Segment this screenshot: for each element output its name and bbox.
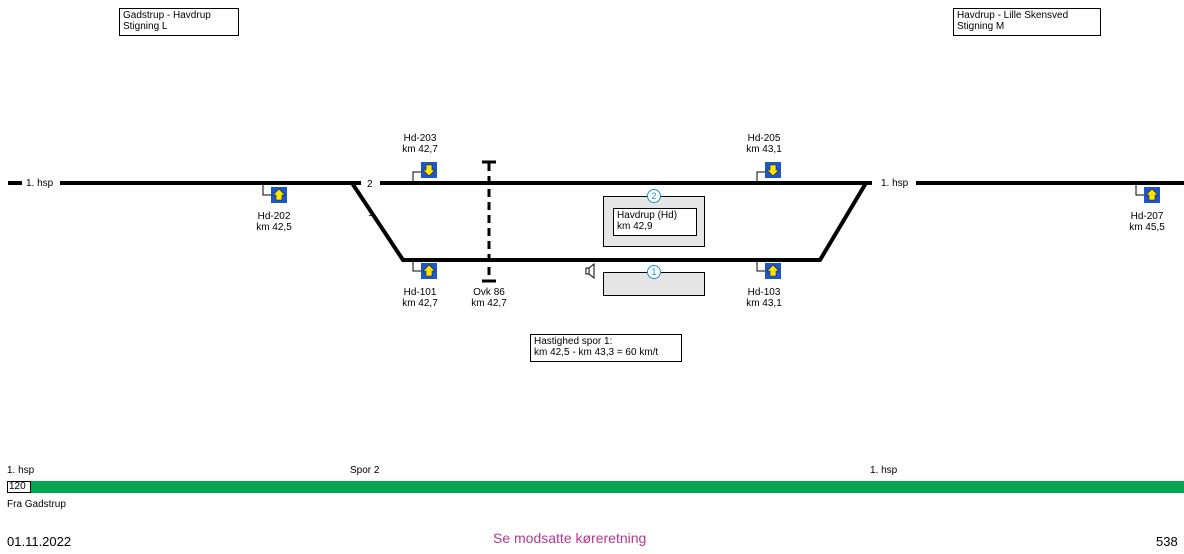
platform-1-number: 1 [647, 265, 661, 279]
signal-post-hd207 [1135, 185, 1145, 196]
signal-km: km 43,1 [746, 298, 782, 309]
signal-hd202-icon [271, 187, 287, 203]
grade-box-right: Havdrup - Lille Skensved Stigning M [953, 8, 1101, 36]
signal-id: Hd-207 [1130, 211, 1164, 222]
station-km: km 42,9 [617, 221, 653, 232]
speed-note-line2: km 42,5 - km 43,3 = 60 km/t [534, 347, 659, 358]
strip-label-left: 1. hsp [7, 465, 35, 476]
signal-post-hd203 [412, 171, 422, 182]
hsp-label-left: 1. hsp [26, 178, 54, 189]
strip-label-right: 1. hsp [870, 465, 898, 476]
signal-km: km 42,7 [402, 144, 438, 155]
signal-hd202-label: Hd-202 km 42,5 [254, 211, 294, 233]
signal-hd103-icon [765, 263, 781, 279]
signal-km: km 45,5 [1129, 222, 1165, 233]
speed-note-box: Hastighed spor 1: km 42,5 - km 43,3 = 60… [530, 334, 682, 362]
crossing-id: Ovk 86 [473, 287, 505, 298]
footer-page-number: 538 [1156, 534, 1178, 549]
grade-box-left-line2: Stigning L [123, 21, 168, 32]
track-2-label: 2 [367, 179, 373, 190]
platform-2-number: 2 [647, 189, 661, 203]
signal-km: km 42,7 [402, 298, 438, 309]
signal-hd101-label: Hd-101 km 42,7 [400, 287, 440, 309]
loop-track [350, 181, 868, 262]
station-name: Havdrup (Hd) [617, 210, 678, 221]
signal-hd203-icon [421, 162, 437, 178]
signal-hd205-label: Hd-205 km 43,1 [744, 133, 784, 155]
speed-note-line1: Hastighed spor 1: [534, 336, 613, 347]
signal-hd205-icon [765, 162, 781, 178]
signal-post-hd101 [412, 262, 422, 272]
station-name-box: Havdrup (Hd) km 42,9 [613, 208, 697, 236]
footer-date: 01.11.2022 [7, 534, 72, 549]
signal-hd203-label: Hd-203 km 42,7 [400, 133, 440, 155]
signal-post-hd202 [262, 185, 272, 196]
signal-id: Hd-202 [257, 211, 291, 222]
speed-bar [7, 481, 1184, 493]
level-crossing-label: Ovk 86 km 42,7 [466, 287, 512, 309]
signal-km: km 42,5 [256, 222, 292, 233]
crossing-km: km 42,7 [471, 298, 507, 309]
signal-hd207-label: Hd-207 km 45,5 [1127, 211, 1167, 233]
from-label: Fra Gadstrup [7, 499, 66, 510]
speed-value: 120 [7, 481, 31, 493]
signal-km: km 43,1 [746, 144, 782, 155]
hsp-label-right: 1. hsp [881, 178, 909, 189]
signal-id: Hd-101 [403, 287, 437, 298]
signal-id: Hd-103 [747, 287, 781, 298]
signal-hd101-icon [421, 263, 437, 279]
signal-id: Hd-203 [403, 133, 437, 144]
signal-hd103-label: Hd-103 km 43,1 [744, 287, 784, 309]
grade-box-right-line1: Havdrup - Lille Skensved [957, 10, 1069, 21]
grade-box-left: Gadstrup - Havdrup Stigning L [119, 8, 239, 36]
speaker-icon [585, 262, 595, 280]
footer-direction-note: Se modsatte køreretning [493, 530, 647, 546]
grade-box-left-line1: Gadstrup - Havdrup [123, 10, 211, 21]
signal-post-hd103 [756, 262, 766, 272]
signal-hd207-icon [1144, 187, 1160, 203]
signal-id: Hd-205 [747, 133, 781, 144]
strip-label-mid: Spor 2 [350, 465, 380, 476]
grade-box-right-line2: Stigning M [957, 21, 1005, 32]
track-1-label: 1 [368, 208, 374, 219]
signal-post-hd205 [756, 171, 766, 182]
